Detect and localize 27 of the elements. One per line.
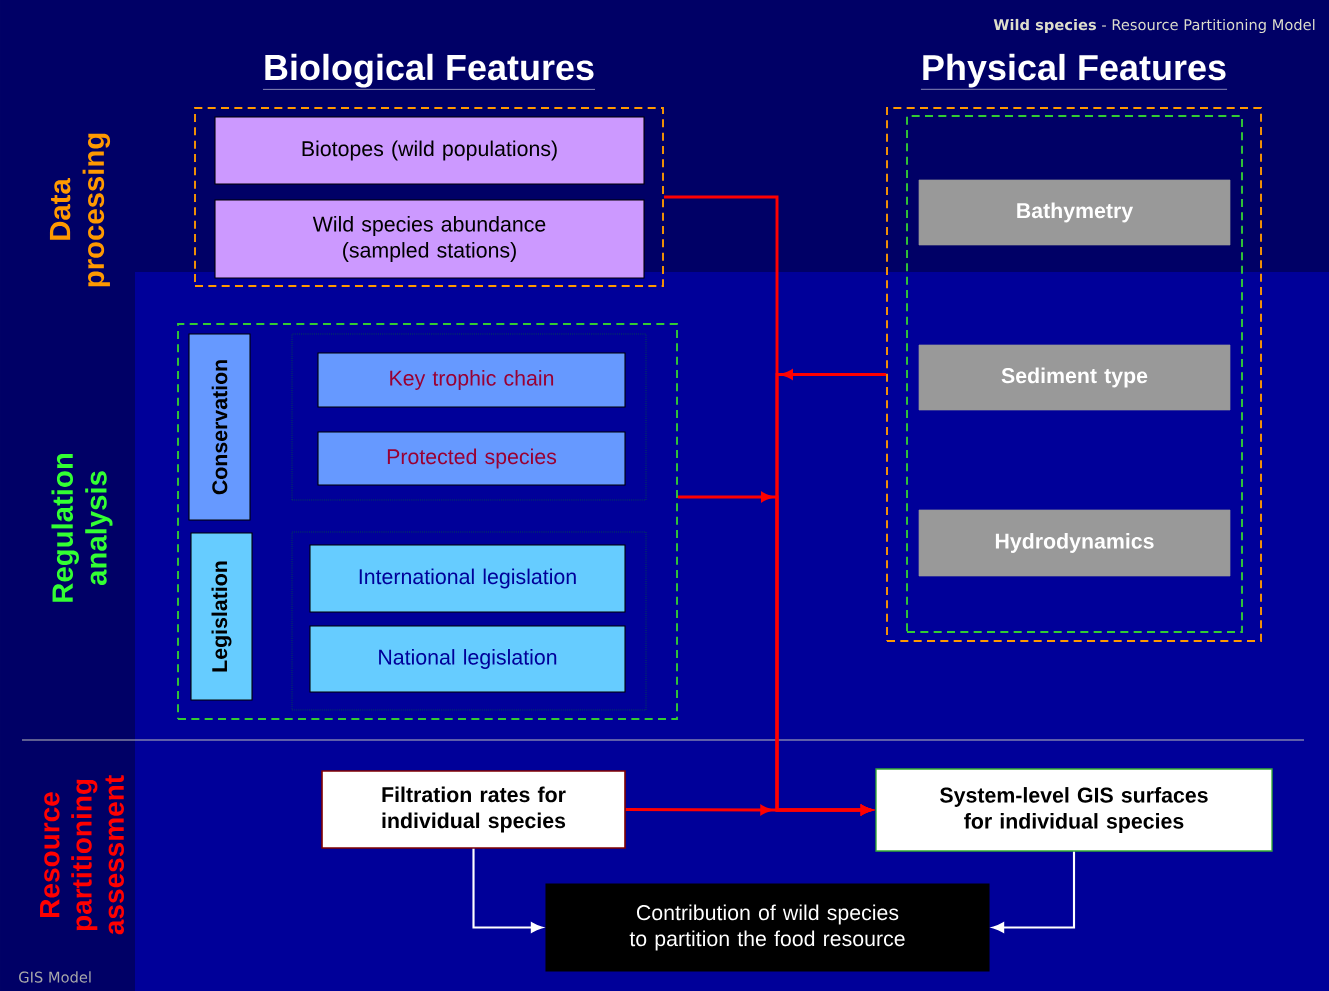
topic-box: National legislation — [309, 625, 626, 693]
topic-box: International legislation — [309, 544, 626, 613]
data-box: Wild species abundance (sampled stations) — [214, 199, 645, 279]
process-box: Filtration rates for individual species — [321, 770, 626, 849]
dotted-frame — [291, 531, 647, 711]
connector-arrow — [625, 805, 872, 815]
row-label: Resource partitioning assessment — [40, 775, 124, 935]
process-box: System-level GIS surfaces for individual species — [875, 768, 1273, 852]
dotted-frame — [291, 333, 647, 501]
category-box: Conservation — [188, 333, 251, 521]
feature-box: Hydrodynamics — [918, 509, 1231, 577]
topic-box: Key trophic chain — [317, 352, 626, 408]
row-label: Data processing — [49, 133, 111, 287]
section-heading: Physical Features — [920, 53, 1228, 90]
connector-arrow — [472, 848, 543, 933]
topic-box: Protected species — [317, 431, 626, 486]
connector-arrow — [992, 851, 1076, 933]
dashed-frame — [177, 323, 678, 720]
slide-title: Wild species - Resource Partitioning Model — [993, 18, 1315, 34]
row-label: Regulation analysis — [51, 454, 113, 602]
section-heading: Biological Features — [262, 53, 596, 90]
data-box: Biotopes (wild populations) — [214, 116, 645, 185]
feature-box: Sediment type — [918, 344, 1231, 411]
feature-box: Bathymetry — [918, 179, 1231, 246]
footer-text: GIS Model — [19, 971, 91, 983]
category-box: Legislation — [190, 532, 253, 701]
result-box: Contribution of wild species to partition the food resource — [545, 883, 990, 972]
